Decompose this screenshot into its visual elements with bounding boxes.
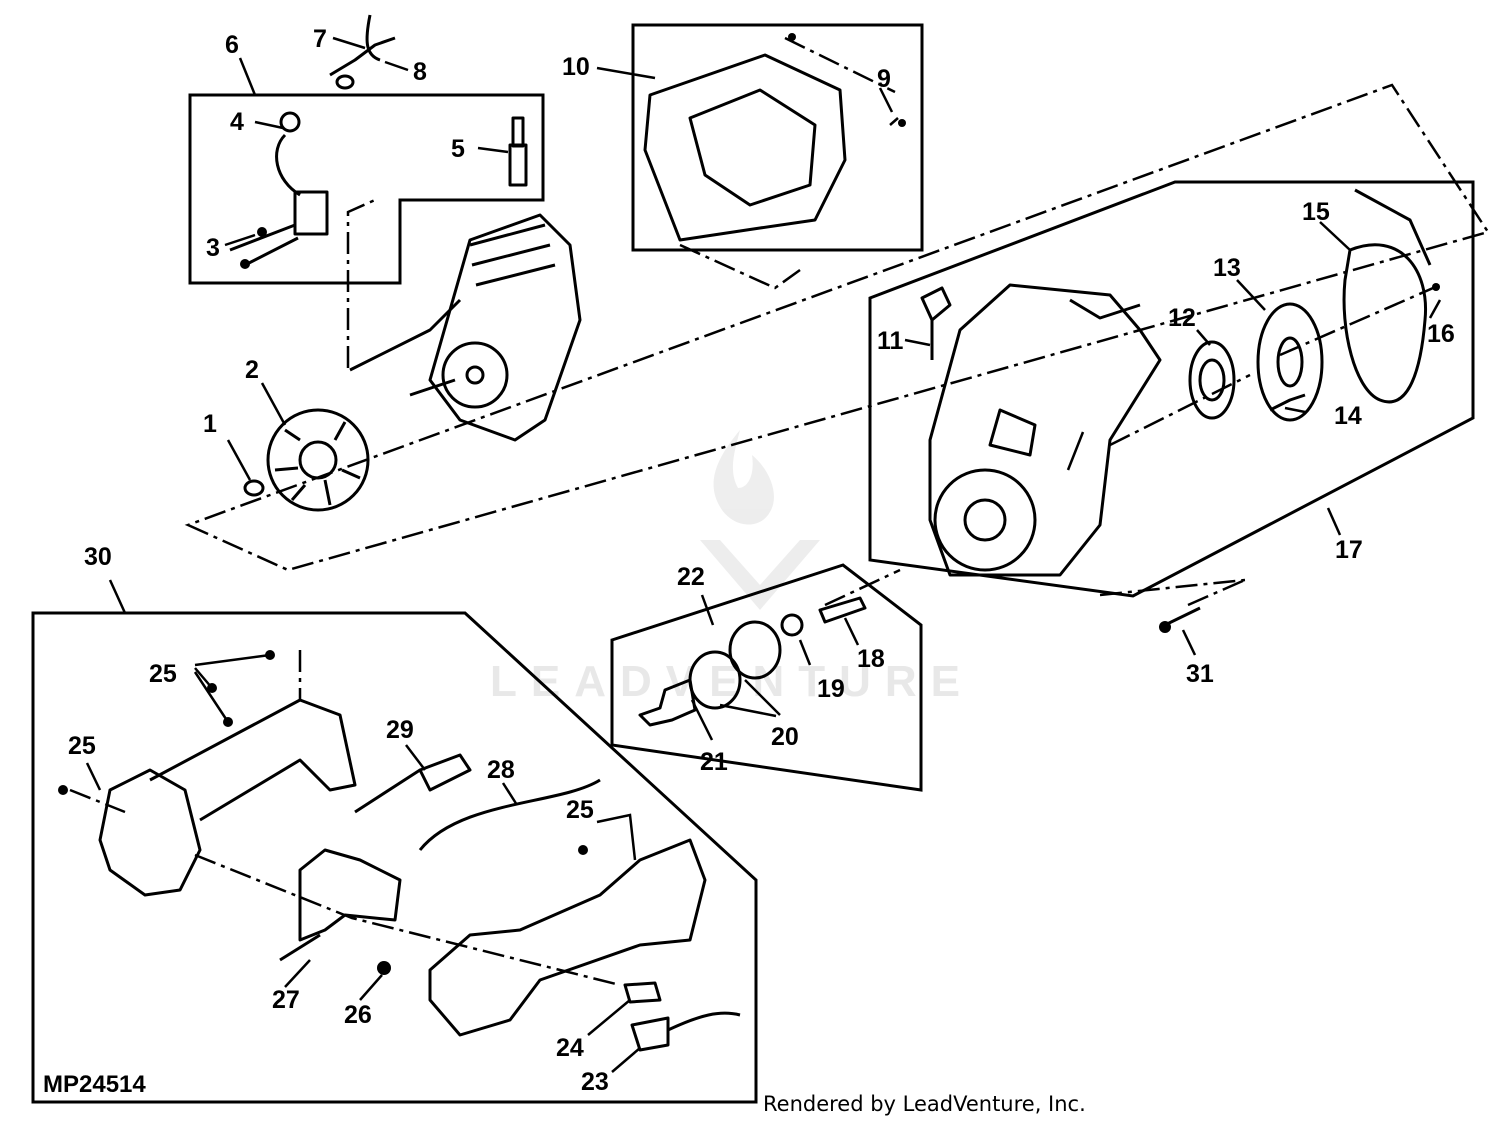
credit-line: Rendered by LeadVenture, Inc. (763, 1092, 1086, 1116)
leader-lines (85, 36, 1442, 1073)
assembly-guide-lines (69, 36, 1490, 987)
spark-plug-part (508, 116, 528, 187)
washer-part (243, 479, 265, 497)
callout-6: 6 (225, 31, 239, 59)
handle-group-box-30 (31, 611, 758, 1104)
flywheel-part (266, 408, 370, 512)
starter-cover-part (1342, 188, 1440, 404)
ignition-coil-part (229, 111, 329, 269)
callout-12: 12 (1168, 304, 1196, 332)
clutch-washer-part (780, 613, 804, 637)
pulley-part (1256, 302, 1324, 422)
clutch-parts (638, 596, 867, 727)
switch-part (623, 981, 741, 1052)
callout-10: 10 (562, 53, 590, 81)
callout-9: 9 (877, 65, 891, 93)
nut-part (377, 961, 391, 975)
bolt-part (1159, 606, 1201, 633)
clutch-shoe-part-a (728, 620, 782, 680)
callout-13: 13 (1213, 254, 1241, 282)
clutch-drum-part (638, 678, 697, 727)
callout-15: 15 (1302, 198, 1330, 226)
callout-25-top: 25 (149, 660, 177, 688)
diagram-code: MP24514 (43, 1071, 146, 1098)
handle-housing-left-part (98, 698, 357, 897)
callout-21: 21 (700, 748, 728, 776)
callout-27: 27 (272, 986, 300, 1014)
callout-2: 2 (245, 356, 259, 384)
wire-part (329, 14, 396, 90)
callout-23: 23 (581, 1068, 609, 1096)
ignition-group-box-6 (188, 93, 545, 285)
callout-4: 4 (230, 108, 244, 136)
engine-cylinder-part (349, 213, 582, 442)
callout-1: 1 (203, 410, 217, 438)
callout-24: 24 (556, 1034, 584, 1062)
callout-29: 29 (386, 716, 414, 744)
cover-group-box-10 (631, 23, 924, 252)
watermark: LEADVENTURE (490, 430, 974, 706)
callout-7: 7 (313, 25, 327, 53)
watermark-text: LEADVENTURE (490, 657, 974, 706)
callout-3: 3 (206, 234, 220, 262)
callout-16: 16 (1427, 320, 1455, 348)
primer-part (920, 286, 952, 360)
fan-housing-part (928, 283, 1162, 577)
callout-19: 19 (817, 675, 845, 703)
callout-14: 14 (1334, 402, 1362, 430)
housing-group-box-17 (868, 180, 1475, 598)
handle-housing-right-part (428, 838, 707, 1037)
clutch-spacer-part (818, 596, 867, 624)
clutch-group-box-22 (610, 563, 923, 792)
callout-25-left: 25 (68, 732, 96, 760)
throttle-cable-part (354, 753, 601, 851)
callout-labels: 1 2 3 4 5 6 7 8 9 10 11 12 13 14 15 16 1… (68, 25, 1455, 1096)
callout-5: 5 (451, 135, 465, 163)
callout-25-right: 25 (566, 796, 594, 824)
callout-28: 28 (487, 756, 515, 784)
recoil-spring-part (1188, 340, 1236, 420)
callout-18: 18 (857, 645, 885, 673)
callout-31: 31 (1186, 660, 1214, 688)
trigger-part (279, 848, 402, 962)
callout-30: 30 (84, 543, 112, 571)
callout-8: 8 (413, 58, 427, 86)
callout-26: 26 (344, 1001, 372, 1029)
callout-17: 17 (1335, 536, 1363, 564)
callout-20: 20 (771, 723, 799, 751)
callout-11: 11 (877, 327, 904, 355)
group-boxes (31, 23, 1475, 1104)
parts (58, 14, 1440, 1052)
engine-cover-part (643, 33, 906, 242)
callout-22: 22 (677, 563, 705, 591)
